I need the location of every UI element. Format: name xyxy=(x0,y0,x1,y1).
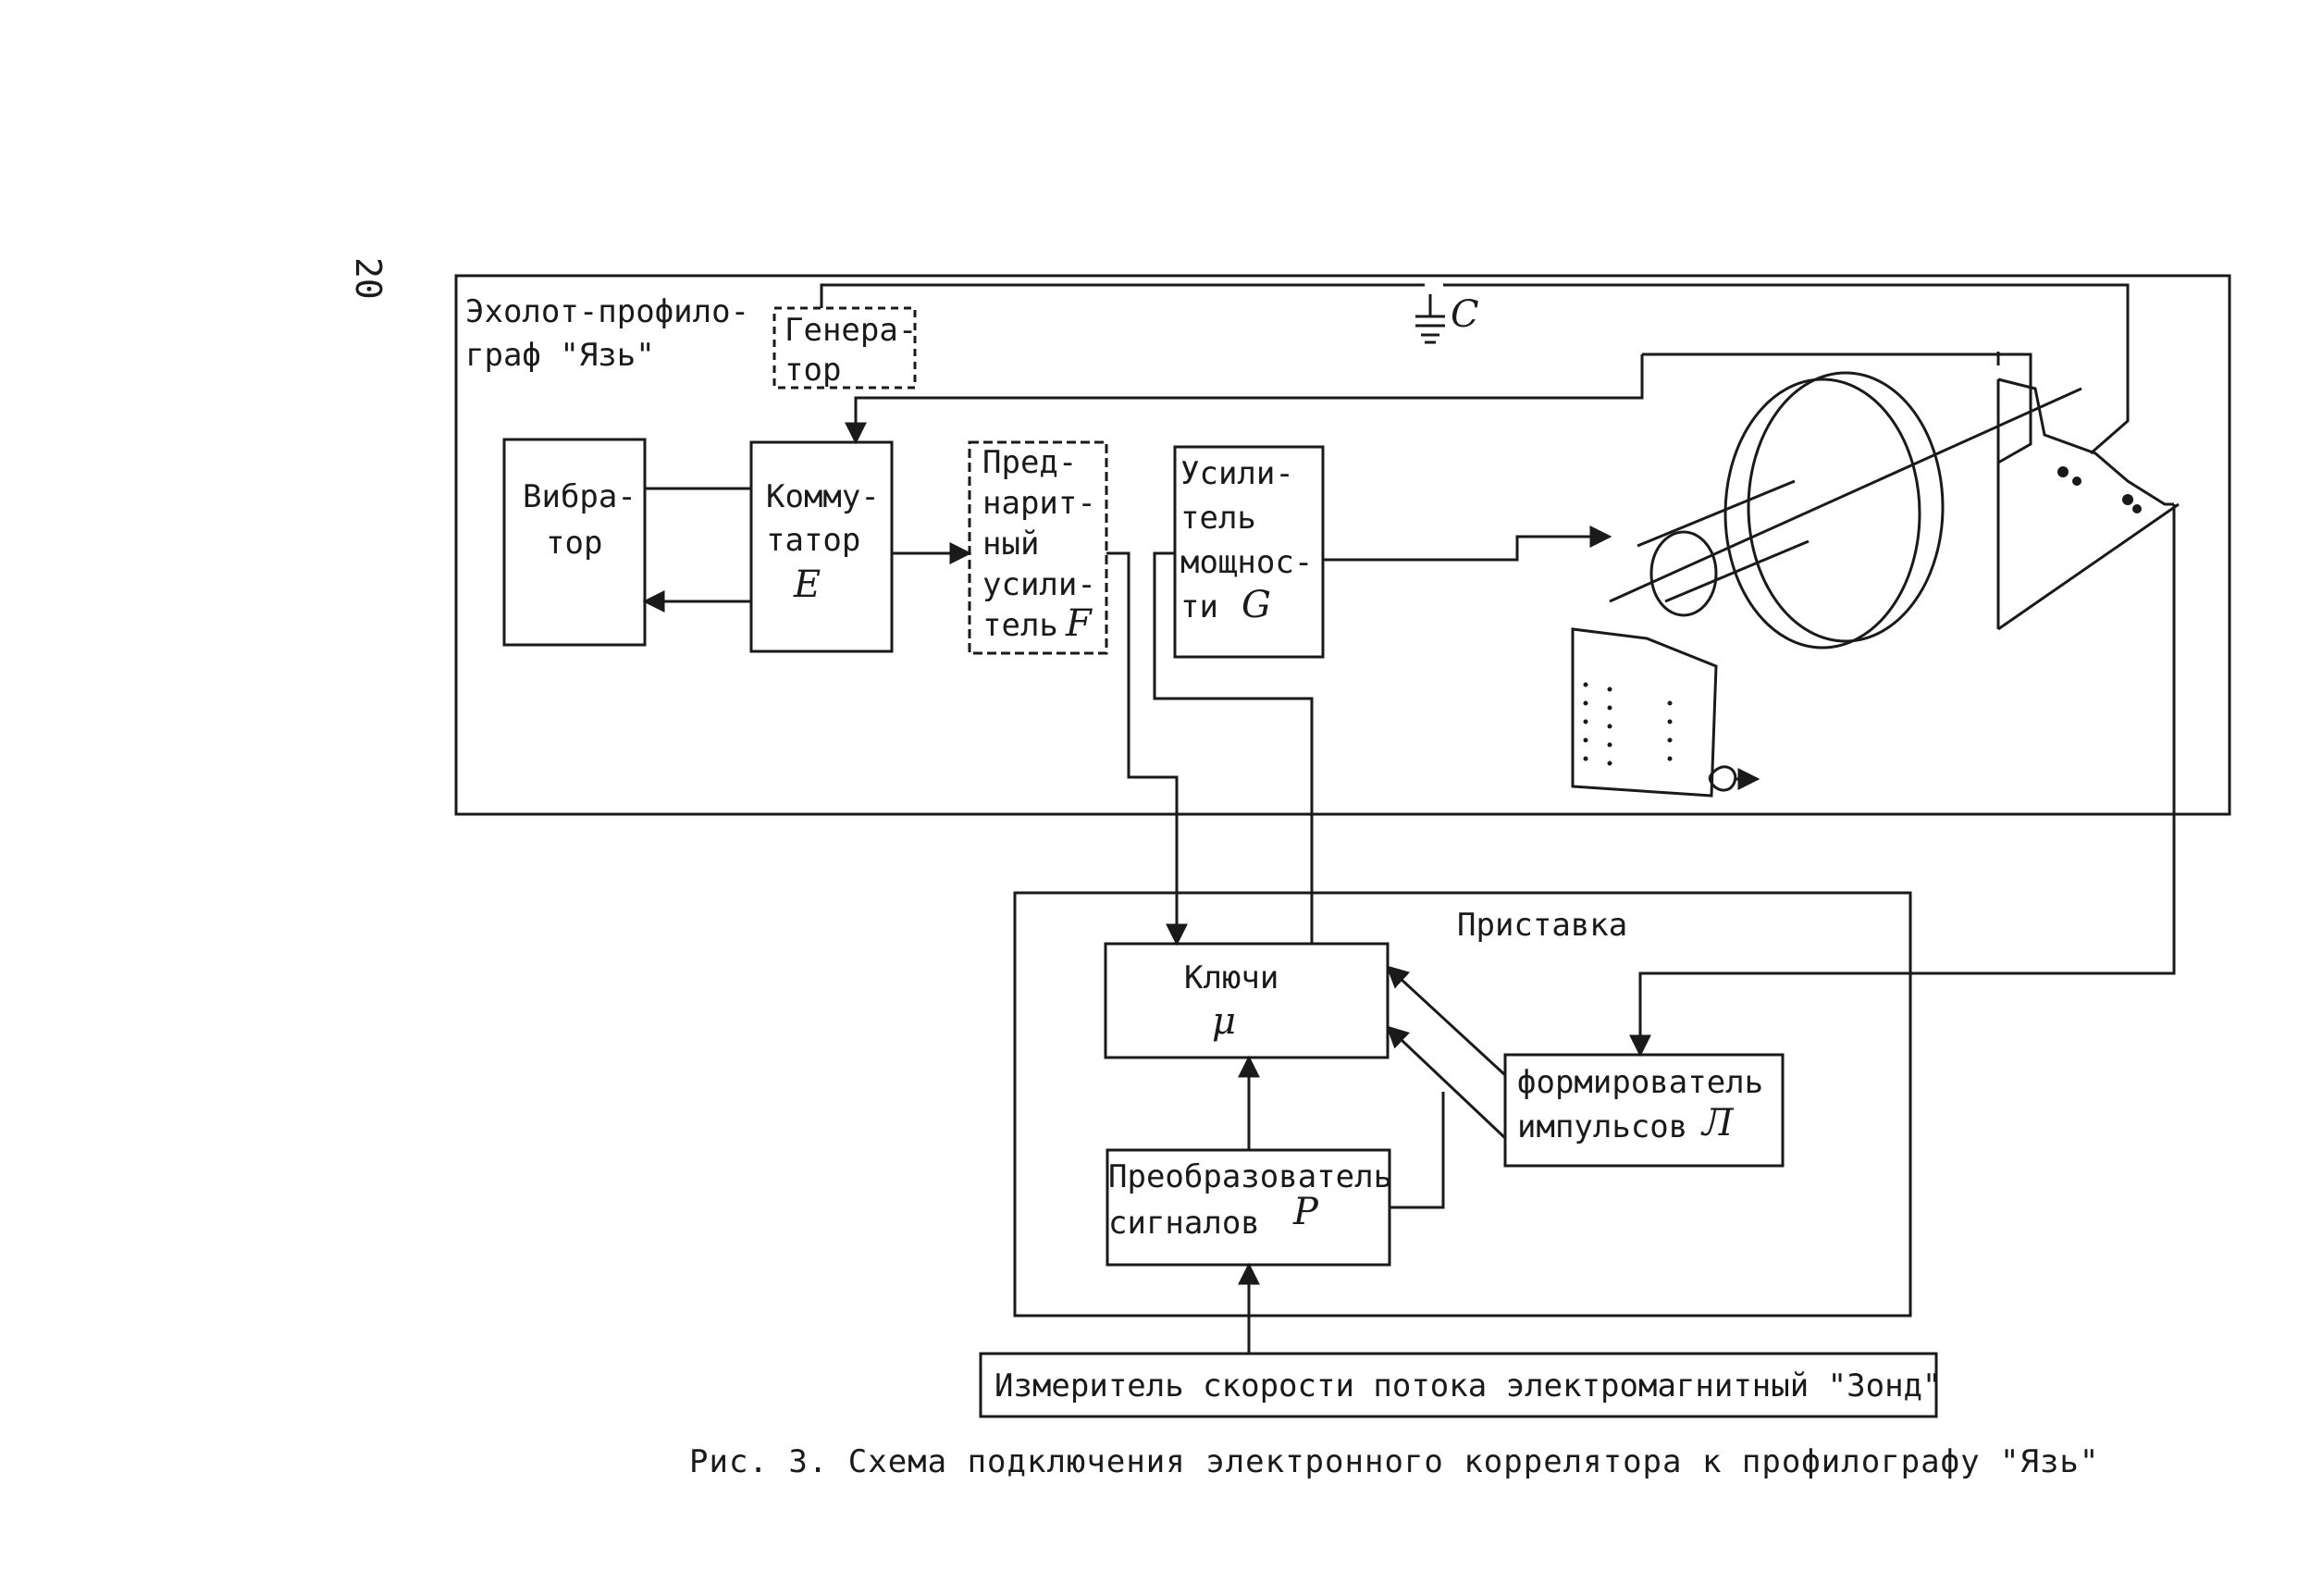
recorder-drum-drawing xyxy=(1571,301,2180,798)
pulse-former-letter: Л xyxy=(1702,1102,1734,1144)
vibrator-box xyxy=(502,438,647,647)
keys-label: Ключи xyxy=(1184,959,1279,996)
preamp-label-2: нарит- xyxy=(982,485,1096,522)
vibrator-label-1: Вибра- xyxy=(523,478,636,515)
flow-meter-box xyxy=(979,1352,1938,1418)
attachment-box xyxy=(1013,891,1912,1318)
commutator-label-2: татор xyxy=(766,522,861,559)
preamp-label-3: ный xyxy=(982,526,1040,563)
keys-letter: μ xyxy=(1212,1000,1236,1043)
figure-caption: Рис. 3. Схема подключения электронного к… xyxy=(689,1443,2100,1480)
preamp-label-4: усили- xyxy=(982,566,1096,603)
commutator-box xyxy=(749,440,894,653)
power-amp-label-4: ти xyxy=(1180,588,1218,625)
generator-label-2: тор xyxy=(784,352,842,389)
outer-box xyxy=(454,274,2231,816)
recorder-dots xyxy=(1583,682,1673,766)
vibrator-label-2: тор xyxy=(546,525,603,562)
preamp-label-5: тель xyxy=(982,607,1058,644)
page-number: 20 xyxy=(348,257,389,300)
pulse-former-label-2: импульсов xyxy=(1517,1108,1688,1145)
echo-sounder-title-2: граф "Язь" xyxy=(465,337,655,374)
power-amp-letter: G xyxy=(1241,584,1271,626)
power-amp-label-3: мощнос- xyxy=(1180,544,1314,581)
power-amp-label-2: тель xyxy=(1180,500,1256,537)
commutator-letter: E xyxy=(794,563,821,606)
attachment-title: Приставка xyxy=(1457,907,1628,944)
generator-box xyxy=(772,306,917,390)
echo-sounder-title-1: Эхолот-профило- xyxy=(465,293,750,330)
preamp-letter: F xyxy=(1066,602,1092,645)
signal-converter-label-1: Преобразователь xyxy=(1108,1158,1393,1195)
signal-converter-letter: P xyxy=(1293,1191,1318,1233)
preamp-label-1: Пред- xyxy=(982,444,1078,481)
pulse-former-label-1: формирователь xyxy=(1517,1064,1764,1101)
generator-label-1: Генера- xyxy=(784,312,918,349)
capacitor-label: C xyxy=(1451,293,1479,336)
power-amp-label-1: Усили- xyxy=(1180,455,1294,492)
commutator-label-1: Комму- xyxy=(766,478,880,515)
signal-converter-label-2: сигналов xyxy=(1108,1205,1260,1242)
flow-meter-label: Измеритель скорости потока электромагнит… xyxy=(994,1367,1942,1404)
